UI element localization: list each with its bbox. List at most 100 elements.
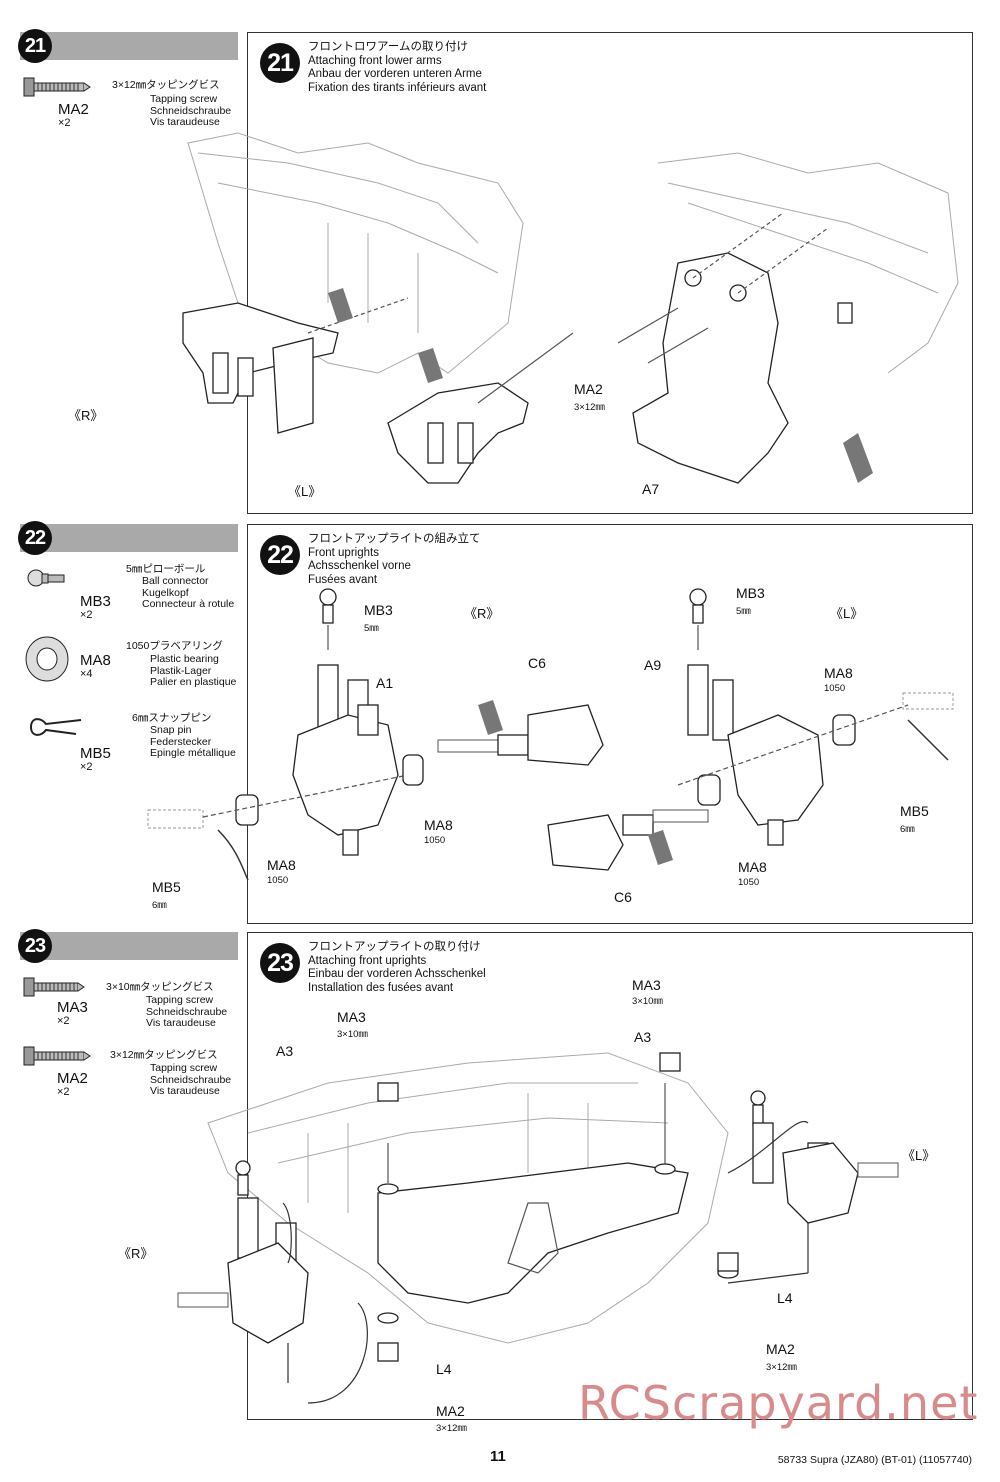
desc-de: Schneidschraube xyxy=(146,1005,228,1018)
desc-en: Tapping screw xyxy=(146,994,214,1006)
label-ma2: MA2 xyxy=(574,381,603,397)
desc-de: Plastik-Lager xyxy=(150,664,212,677)
title-fr: Fusées avant xyxy=(308,573,378,586)
desc-en: Snap pin xyxy=(150,724,192,736)
label-ma8-r2: MA8 xyxy=(267,857,296,873)
title-en: Front uprights xyxy=(308,546,379,559)
desc-de: Schneidschraube xyxy=(150,104,232,117)
desc-fr: Vis taraudeuse xyxy=(150,1085,220,1097)
desc-fr: Palier en plastique xyxy=(150,676,237,688)
label-ma3-left-size: 3×10㎜ xyxy=(337,1029,368,1040)
part-ma8-size: 1050プラベアリング xyxy=(126,640,223,652)
label-ma2-left: MA2 xyxy=(436,1403,465,1419)
step-23-titles: フロントアップライトの取り付け Attaching front uprights… xyxy=(308,941,486,995)
label-side-r: 《R》 xyxy=(68,408,104,423)
step-23-diagram-panel: 23 フロントアップライトの取り付け Attaching front uprig… xyxy=(118,932,973,1434)
step-21-diagram-panel: 21 フロントロワアームの取り付け Attaching front lower … xyxy=(68,32,973,514)
title-de: Achsschenkel vorne xyxy=(308,560,411,572)
label-ma8-r2-size: 1050 xyxy=(267,875,289,886)
part-code: MA8 xyxy=(80,652,111,669)
label-mb3-r-size: 5㎜ xyxy=(364,623,379,634)
part-mb5-desc: Snap pin Federstecker Epingle métallique xyxy=(150,724,236,760)
step-22-titles: フロントアップライトの組み立て Front uprights Achsschen… xyxy=(308,533,481,587)
label-a7: A7 xyxy=(642,481,660,497)
upright-l-drawing xyxy=(677,588,954,846)
part-code: MB5 xyxy=(80,745,111,762)
title-de: Einbau der vorderen Achsschenkel xyxy=(308,968,486,980)
label-side-l: 《L》 xyxy=(288,484,322,499)
part-ma2-size: 3×12㎜タッピングビス xyxy=(110,1049,218,1061)
chassis-front-drawing-right xyxy=(617,152,959,484)
label-ma2-size: 3×12㎜ xyxy=(574,402,605,413)
part-qty: ×4 xyxy=(80,668,93,680)
desc-fr: Vis taraudeuse xyxy=(146,1017,216,1029)
c6-drive-cup-drawing xyxy=(437,700,709,871)
step-22-diagram-panel: 22 フロントアップライトの組み立て Front uprights Achssc… xyxy=(147,524,973,924)
desc-de: Federstecker xyxy=(150,735,212,748)
label-ma8-l1-size: 1050 xyxy=(824,683,846,694)
part-ma8-desc: Plastic bearing Plastik-Lager Palier en … xyxy=(150,653,237,689)
part-code: MA2 xyxy=(57,1070,88,1087)
label-a1: A1 xyxy=(376,675,394,691)
part-code: MB3 xyxy=(80,593,111,610)
part-qty: ×2 xyxy=(58,117,71,129)
label-c6-bottom: C6 xyxy=(614,889,632,905)
title-ja: フロントロワアームの取り付け xyxy=(308,41,468,53)
tapping-screw-icon xyxy=(23,1046,91,1066)
part-qty: ×2 xyxy=(57,1015,70,1027)
label-ma2-left-size: 3×12㎜ xyxy=(436,1423,467,1434)
part-mb3-desc: Ball connector Kugelkopf Connecteur à ro… xyxy=(142,575,234,611)
label-mb3-l-size: 5㎜ xyxy=(736,606,751,617)
step-23-circle: 23 xyxy=(260,943,300,983)
label-ma2-right-size: 3×12㎜ xyxy=(766,1362,797,1373)
step-21-titles: フロントロワアームの取り付け Attaching front lower arm… xyxy=(308,41,486,95)
ball-connector-icon xyxy=(27,569,65,587)
label-ma8-l2: MA8 xyxy=(738,859,767,875)
plastic-bearing-icon xyxy=(25,636,69,682)
label-ma8-r1: MA8 xyxy=(424,817,453,833)
step-22-circle: 22 xyxy=(260,535,300,575)
part-ma3-size: 3×10㎜タッピングビス xyxy=(106,981,214,993)
label-side-l: 《L》 xyxy=(830,606,864,621)
part-ma2-desc: Tapping screw Schneidschraube Vis taraud… xyxy=(150,93,232,129)
desc-de: Schneidschraube xyxy=(150,1073,232,1086)
snap-pin-icon xyxy=(30,718,82,736)
part-ma2-desc: Tapping screw Schneidschraube Vis taraud… xyxy=(150,1062,232,1098)
desc-fr: Vis taraudeuse xyxy=(150,116,220,128)
desc-en: Tapping screw xyxy=(150,93,218,105)
label-side-l: 《L》 xyxy=(902,1148,936,1163)
label-ma2-right: MA2 xyxy=(766,1341,795,1357)
watermark-text: RCScrapyard.net xyxy=(578,1376,979,1430)
tapping-screw-icon xyxy=(23,77,91,97)
label-l4-right: L4 xyxy=(777,1290,793,1306)
upright-r-drawing xyxy=(147,588,424,881)
step-21-circle: 21 xyxy=(260,43,300,83)
label-l4-left: L4 xyxy=(436,1361,452,1377)
part-ma2-size: 3×12㎜タッピングビス xyxy=(112,79,220,91)
part-mb3-size: 5㎜ピローボール xyxy=(126,563,206,575)
label-ma3-right-size: 3×10㎜ xyxy=(632,996,663,1007)
label-c6-top: C6 xyxy=(528,655,546,671)
label-ma8-r1-size: 1050 xyxy=(424,835,446,846)
title-fr: Installation des fusées avant xyxy=(308,981,454,994)
part-code: MA3 xyxy=(57,999,88,1016)
step-23-header-bar: 23 xyxy=(18,929,238,963)
part-mb5-size: 6㎜スナップピン xyxy=(132,712,212,724)
title-fr: Fixation des tirants inférieurs avant xyxy=(308,81,487,94)
model-info: 58733 Supra (JZA80) (BT-01) (11057740) xyxy=(777,1454,972,1466)
page-number: 11 xyxy=(490,1448,506,1465)
label-side-r: 《R》 xyxy=(118,1246,154,1261)
step-21-header-bar: 21 xyxy=(18,29,238,63)
step-22-header-bar: 22 xyxy=(18,521,238,555)
label-a3-right: A3 xyxy=(634,1029,652,1045)
desc-fr: Epingle métallique xyxy=(150,747,236,759)
label-ma3-left: MA3 xyxy=(337,1009,366,1025)
step-22-number: 22 xyxy=(18,521,52,555)
step-23-number: 23 xyxy=(18,929,52,963)
label-mb3-r: MB3 xyxy=(364,602,393,618)
title-en: Attaching front lower arms xyxy=(308,54,442,67)
label-mb5-l-size: 6㎜ xyxy=(900,824,915,835)
title-ja: フロントアップライトの組み立て xyxy=(308,533,481,545)
label-side-r: 《R》 xyxy=(464,606,500,621)
desc-de: Kugelkopf xyxy=(142,586,189,599)
